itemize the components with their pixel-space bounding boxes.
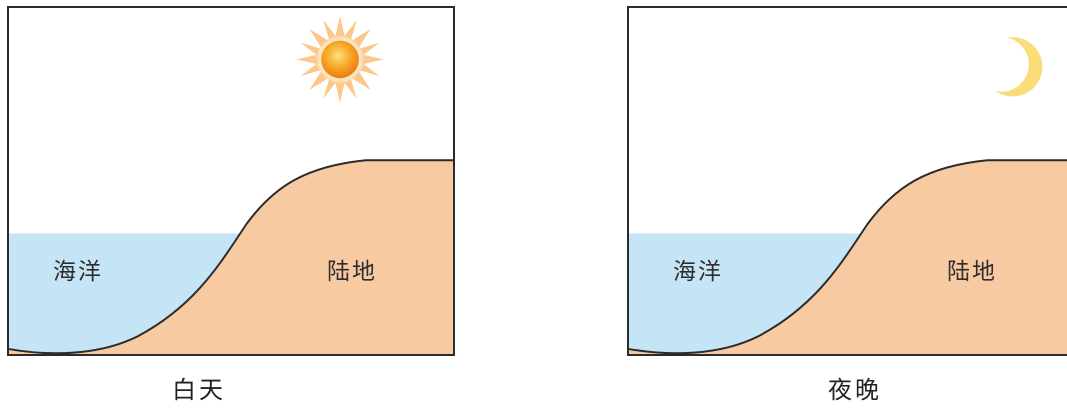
day-caption: 白天 [172,376,226,404]
land-label: 陆地 [327,259,377,285]
sun-icon [296,15,384,103]
land-label: 陆地 [947,259,997,285]
coastline [629,159,1067,354]
land-region [629,160,1067,354]
day-scene [9,15,453,354]
ocean-label: 海洋 [673,259,723,285]
night-scene [629,37,1067,354]
ocean-label: 海洋 [53,259,103,285]
moon-icon [995,37,1043,97]
coastline [9,159,453,354]
night-caption: 夜晚 [828,376,882,404]
night-panel: 海洋 陆地 [627,6,1067,356]
day-panel: 海洋 陆地 [7,6,455,356]
land-region [9,160,453,354]
